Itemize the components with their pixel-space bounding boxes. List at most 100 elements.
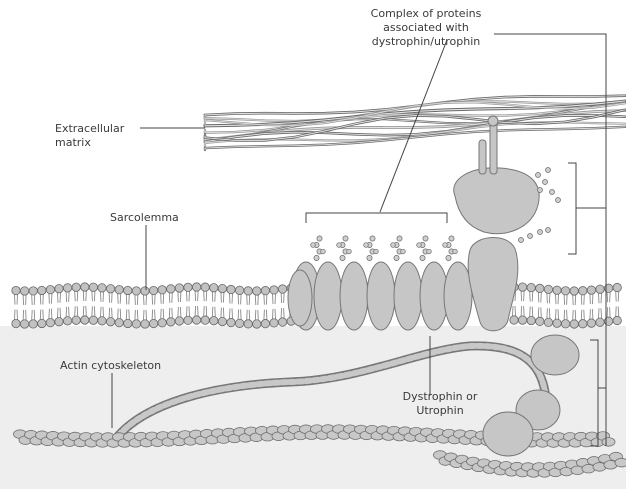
lipid-tail: [15, 295, 16, 305]
lipid-head: [98, 317, 106, 325]
lipid-tail: [152, 310, 153, 320]
lipid-tail: [275, 309, 276, 319]
lipid-tail: [284, 293, 285, 303]
lipid-tail: [601, 308, 602, 318]
lipid-head: [553, 319, 561, 327]
lipid-tail: [169, 293, 170, 303]
lipid-tail: [69, 307, 70, 317]
membrane-glycoprotein-edge: [288, 270, 312, 326]
lipid-tail: [610, 307, 611, 317]
lipid-head: [570, 287, 578, 295]
lipid-tail: [581, 310, 582, 320]
lipid-tail: [137, 295, 138, 305]
lipid-head: [218, 317, 226, 325]
lipid-tail: [206, 291, 207, 301]
lipid-head: [63, 284, 71, 292]
beta-dystroglycan: [468, 238, 518, 331]
lipid-tail: [247, 295, 248, 305]
lipid-head: [544, 285, 552, 293]
dystrophin-domain-lower: [483, 412, 533, 456]
lipid-tail: [241, 309, 242, 319]
lipid-tail: [215, 307, 216, 317]
lipid-tail: [126, 309, 127, 319]
lipid-tail: [232, 309, 233, 319]
lipid-head: [192, 316, 200, 324]
lipid-head: [596, 318, 604, 326]
complex-label-line3: dystrophin/utrophin: [372, 35, 481, 48]
lipid-tail: [206, 306, 207, 316]
lipid-tail: [161, 309, 162, 319]
lipid-head: [12, 319, 20, 327]
lipid-head: [253, 320, 261, 328]
lipid-head: [536, 317, 544, 325]
lipid-tail: [601, 293, 602, 303]
lipid-tail: [530, 307, 531, 317]
lipid-tail: [17, 295, 18, 305]
lipid-tail: [118, 309, 119, 319]
glycan-chain: [374, 249, 379, 254]
lipid-head: [184, 316, 192, 324]
glycan-chain: [453, 249, 458, 254]
lipid-tail: [573, 295, 574, 305]
lipid-head: [227, 285, 235, 293]
lipid-head: [201, 316, 209, 324]
lipid-head: [596, 285, 604, 293]
lipid-head: [72, 283, 80, 291]
lipid-tail: [238, 309, 239, 319]
lipid-tail: [599, 308, 600, 318]
lipid-tail: [255, 310, 256, 320]
lipid-head: [132, 287, 140, 295]
lipid-head: [561, 287, 569, 295]
lipid-tail: [590, 309, 591, 319]
lipid-tail: [198, 291, 199, 301]
lipid-head: [544, 318, 552, 326]
dystroglycan-glycan: [536, 173, 541, 178]
lipid-head: [510, 316, 518, 324]
lipid-tail: [172, 308, 173, 318]
lipid-tail: [230, 294, 231, 304]
lipid-tail: [575, 295, 576, 305]
lipid-tail: [180, 307, 181, 317]
lipid-tail: [524, 291, 525, 301]
lipid-head: [167, 318, 175, 326]
lipid-head: [149, 286, 157, 294]
lipid-tail: [155, 310, 156, 320]
lipid-head: [46, 318, 54, 326]
lipid-tail: [195, 306, 196, 316]
lipid-tail: [575, 310, 576, 320]
lipid-tail: [189, 291, 190, 301]
actin-bead-lower: [615, 458, 626, 467]
lipid-tail: [144, 310, 145, 320]
laminin-stalk-left: [479, 140, 486, 174]
lipid-head: [244, 287, 252, 295]
lipid-tail: [204, 306, 205, 316]
dystrophin-label-line1: Dystrophin or: [403, 390, 478, 403]
lipid-head: [149, 319, 157, 327]
lipid-tail: [23, 310, 24, 320]
lipid-tail: [541, 307, 542, 317]
glycan-chain: [343, 236, 348, 241]
lipid-tail: [273, 309, 274, 319]
lipid-tail: [43, 309, 44, 319]
lipid-head: [72, 316, 80, 324]
sarcolemma-label: Sarcolemma: [110, 211, 179, 224]
lipid-head: [210, 317, 218, 325]
glycan-chain: [340, 255, 345, 260]
lipid-tail: [66, 292, 67, 302]
lipid-tail: [238, 294, 239, 304]
glycan-chain: [420, 255, 425, 260]
lipid-head: [20, 320, 28, 328]
lipid-head: [38, 319, 46, 327]
lipid-tail: [212, 292, 213, 302]
dystroglycan-glycan: [546, 168, 551, 173]
glycan-chain: [347, 249, 352, 254]
lipid-tail: [144, 295, 145, 305]
lipid-head: [270, 286, 278, 294]
lipid-tail: [120, 309, 121, 319]
lipid-tail: [49, 294, 50, 304]
lipid-tail: [137, 310, 138, 320]
lipid-tail: [26, 295, 27, 305]
lipid-head: [81, 316, 89, 324]
lipid-tail: [51, 309, 52, 319]
lipid-head: [12, 286, 20, 294]
